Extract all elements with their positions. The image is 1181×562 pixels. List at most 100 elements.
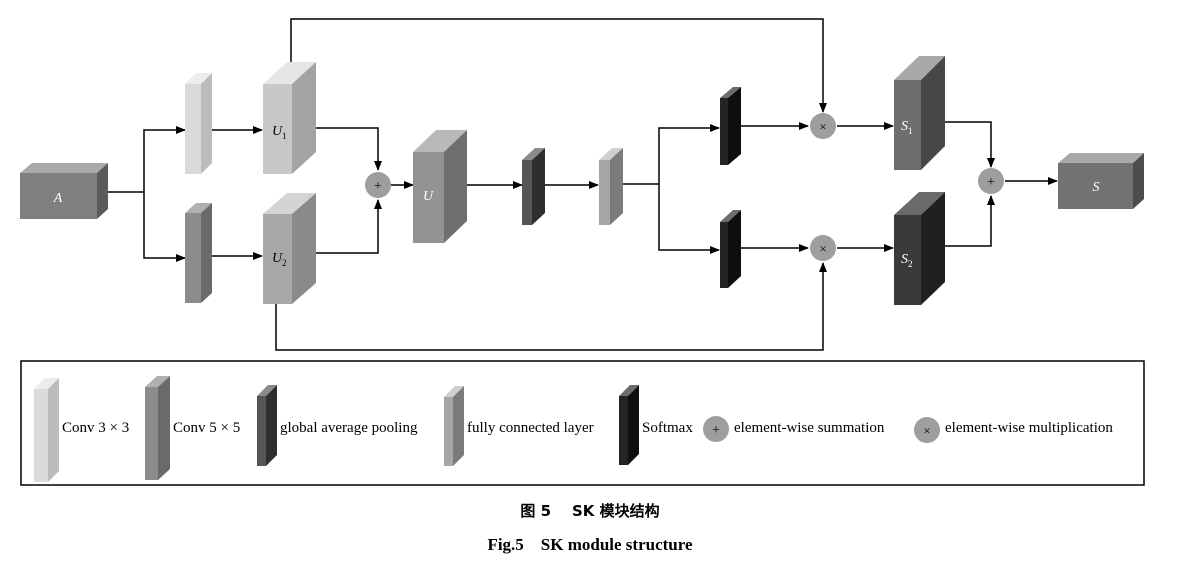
block-s2-front — [894, 215, 921, 305]
legend-item-conv3: Conv 3 × 3 — [34, 378, 129, 482]
block-s2-label: S2 — [901, 252, 913, 269]
legend-gap-swatch — [257, 396, 266, 466]
gap-layer-top — [522, 148, 545, 160]
block-s1-side — [921, 56, 945, 170]
edge-split-conv5 — [143, 192, 186, 262]
block-s-label: S — [1093, 180, 1100, 195]
legend-conv5-swatch — [145, 387, 158, 480]
conv5-layer-side — [201, 203, 212, 303]
block-a: A — [20, 163, 108, 219]
block-s2-side — [921, 192, 945, 305]
legend-gap-swatch-side — [266, 385, 277, 466]
legend-sum-circle — [703, 416, 729, 442]
conv3-layer-side — [201, 73, 212, 174]
conv5-layer-front — [185, 213, 201, 303]
operations: + × × + — [365, 113, 1004, 261]
sum-op-1: + — [365, 172, 391, 198]
block-u-front — [413, 152, 444, 243]
block-u1-front — [263, 84, 292, 174]
fc-layer — [599, 148, 623, 225]
block-u2-front — [263, 214, 292, 304]
caption-english: Fig.5 SK module structure — [487, 535, 693, 554]
mul-op-1: × — [810, 113, 836, 139]
gap-layer-front — [522, 160, 532, 225]
mul-op-1-symbol: × — [819, 119, 826, 134]
legend-fc-label: fully connected layer — [467, 420, 594, 436]
mul-op-2-circle — [810, 235, 836, 261]
softmax-2-layer-side — [728, 210, 741, 288]
edge-split-conv3 — [143, 126, 186, 192]
legend-item-softmax: Softmax — [619, 385, 693, 465]
legend-item-conv5: Conv 5 × 5 — [145, 376, 240, 480]
sum-op-1-circle — [365, 172, 391, 198]
block-u2-label: U2 — [272, 251, 287, 268]
block-s2: S2 — [894, 192, 945, 305]
block-s1: S1 — [894, 56, 945, 170]
legend-conv5-swatch-top — [145, 376, 170, 387]
edge-split-softmax2 — [658, 184, 720, 254]
legend: Conv 3 × 3 Conv 5 × 5 global average poo… — [20, 360, 1145, 486]
edge-u1-skip-mul1 — [290, 18, 827, 113]
edge-u2-sum — [316, 199, 382, 254]
fc-layer-side — [610, 148, 623, 225]
block-u-top — [413, 130, 467, 152]
block-s1-front — [894, 80, 921, 170]
conv3-layer-front — [185, 84, 201, 174]
legend-sum-label: element-wise summation — [734, 420, 885, 436]
block-s1-top — [894, 56, 945, 80]
block-s: S — [1058, 153, 1144, 209]
edge-u2-skip-mul2 — [275, 262, 827, 351]
legend-conv3-swatch-side — [48, 378, 59, 482]
legend-softmax-swatch-side — [628, 385, 639, 465]
block-a-side — [97, 163, 108, 219]
connections — [108, 18, 1058, 351]
conv3-layer — [185, 73, 212, 174]
block-u2-side — [292, 193, 316, 304]
softmax-1-layer-top — [720, 87, 741, 98]
legend-conv5-label: Conv 5 × 5 — [173, 420, 240, 436]
softmax-1-layer-front — [720, 98, 728, 165]
block-u2-top — [263, 193, 316, 214]
block-u2: U2 — [263, 193, 316, 304]
edge-s2-sum — [945, 195, 995, 247]
legend-item-mul: × element-wise multiplication — [914, 417, 1113, 443]
block-u1-top — [263, 62, 316, 84]
mul-op-2: × — [810, 235, 836, 261]
legend-sum-symbol: + — [712, 423, 720, 438]
block-u-side — [444, 130, 467, 243]
block-a-front — [20, 173, 97, 219]
softmax-1-layer-side — [728, 87, 741, 165]
softmax-2-layer — [720, 210, 741, 288]
legend-conv5-swatch-side — [158, 376, 170, 480]
legend-item-gap: global average pooling — [257, 385, 418, 466]
caption-chinese: 图 5 SK 模块结构 — [520, 502, 659, 520]
block-s2-top — [894, 192, 945, 215]
legend-mul-circle — [914, 417, 940, 443]
softmax-1-layer — [720, 87, 741, 165]
legend-fc-swatch-top — [444, 386, 464, 397]
block-s1-label: S1 — [901, 119, 913, 136]
conv5-layer-top — [185, 203, 212, 213]
legend-item-fc: fully connected layer — [444, 386, 594, 466]
legend-softmax-label: Softmax — [642, 420, 693, 436]
blocks: A U1 U2 — [20, 56, 1144, 305]
legend-item-sum: + element-wise summation — [703, 416, 885, 442]
block-a-top — [20, 163, 108, 173]
edge-s1-sum — [945, 121, 995, 168]
block-u1-label: U1 — [272, 124, 287, 141]
edge-split-softmax1 — [658, 124, 720, 184]
softmax-2-layer-top — [720, 210, 741, 222]
sum-op-2-symbol: + — [987, 175, 995, 190]
legend-gap-label: global average pooling — [280, 420, 418, 436]
conv5-layer — [185, 203, 212, 303]
sum-op-2-circle — [978, 168, 1004, 194]
block-u1: U1 — [263, 62, 316, 174]
block-s-side — [1133, 153, 1144, 209]
block-u1-side — [292, 62, 316, 174]
legend-fc-swatch-side — [453, 386, 464, 466]
legend-softmax-swatch — [619, 396, 628, 465]
conv3-layer-top — [185, 73, 212, 84]
mul-op-1-circle — [810, 113, 836, 139]
softmax-2-layer-front — [720, 222, 728, 288]
